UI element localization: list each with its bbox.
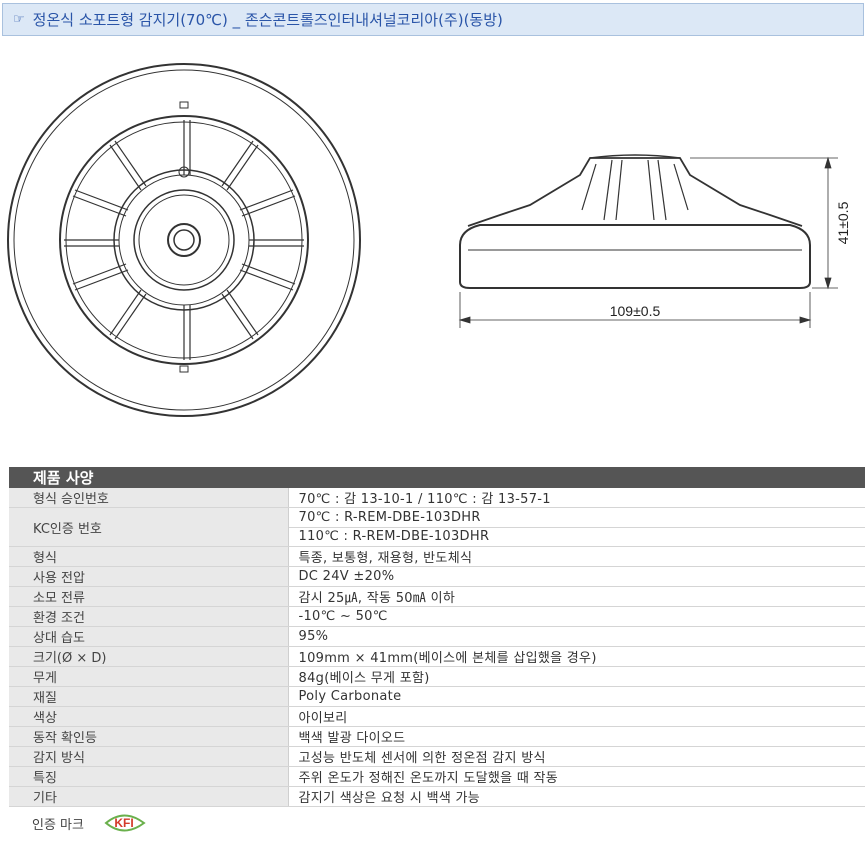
spec-label: 상대 습도: [9, 626, 289, 648]
spec-value: 백색 발광 다이오드: [288, 726, 865, 748]
spec-label: 감지 방식: [9, 746, 289, 768]
spec-value: 110℃ : R-REM-DBE-103DHR: [288, 527, 865, 548]
detector-top-view: [7, 63, 361, 417]
table-row: 소모 전류 감시 25㎂, 작동 50㎃ 이하: [9, 586, 865, 608]
table-row: 환경 조건 -10℃ ~ 50℃: [9, 606, 865, 628]
spec-label: 크기(Ø × D): [9, 646, 289, 668]
spec-label: 형식 승인번호: [9, 488, 289, 509]
table-row: 크기(Ø × D) 109mm × 41mm(베이스에 본체를 삽입했을 경우): [9, 646, 865, 668]
spec-label: KC인증 번호: [9, 507, 289, 548]
product-drawing: 41±0.5 109±0.5: [7, 63, 851, 417]
spec-table: 제품 사양 형식 승인번호 70℃ : 감 13-10-1 / 110℃ : 감…: [9, 467, 865, 808]
table-row: 110℃ : R-REM-DBE-103DHR: [9, 527, 865, 548]
spec-label: 특징: [9, 766, 289, 788]
table-row: 무게 84g(베이스 무게 포함): [9, 666, 865, 688]
kfi-mark-icon: KFI: [104, 814, 146, 832]
table-row: 재질 Poly Carbonate: [9, 686, 865, 708]
page-title: 정온식 소포트형 감지기(70℃) _ 존슨콘트롤즈인터내셔널코리아(주)(동방…: [32, 11, 503, 29]
table-row: 기타 감지기 색상은 요청 시 백색 가능: [9, 786, 865, 808]
spec-value: -10℃ ~ 50℃: [288, 606, 865, 628]
spec-label: 색상: [9, 706, 289, 728]
spec-value: 감지기 색상은 요청 시 백색 가능: [288, 786, 865, 808]
table-row: 감지 방식 고성능 반도체 센서에 의한 정온점 감지 방식: [9, 746, 865, 768]
spec-label: 형식: [9, 546, 289, 568]
height-dimension-label: 41±0.5: [835, 201, 851, 244]
spec-value: 아이보리: [288, 706, 865, 728]
spec-value: 84g(베이스 무게 포함): [288, 666, 865, 688]
spec-value: 고성능 반도체 센서에 의한 정온점 감지 방식: [288, 746, 865, 768]
kfi-ring: [104, 814, 146, 832]
spec-value: 주위 온도가 정해진 온도까지 도달했을 때 작동: [288, 766, 865, 788]
spec-label: 사용 전압: [9, 566, 289, 588]
table-row: 사용 전압 DC 24V ±20%: [9, 566, 865, 588]
spec-label: 동작 확인등: [9, 726, 289, 748]
pointing-hand-icon: ☞: [13, 12, 25, 27]
spec-value: 95%: [288, 626, 865, 648]
detector-side-view: [458, 154, 838, 328]
spec-value: 특종, 보통형, 재용형, 반도체식: [288, 546, 865, 568]
table-row: 형식 특종, 보통형, 재용형, 반도체식: [9, 546, 865, 568]
kfi-mark-text: KFI: [114, 816, 133, 830]
table-row: 형식 승인번호 70℃ : 감 13-10-1 / 110℃ : 감 13-57…: [9, 488, 865, 509]
spec-value: DC 24V ±20%: [288, 566, 865, 588]
spec-label: 재질: [9, 686, 289, 708]
spec-label: 소모 전류: [9, 586, 289, 608]
spec-value: 70℃ : R-REM-DBE-103DHR: [288, 507, 865, 528]
spec-label: 기타: [9, 786, 289, 808]
spec-label: 무게: [9, 666, 289, 688]
spec-heading: 제품 사양: [9, 467, 865, 488]
table-row: 동작 확인등 백색 발광 다이오드: [9, 726, 865, 748]
table-row: KC인증 번호 70℃ : R-REM-DBE-103DHR: [9, 507, 865, 548]
table-row: 상대 습도 95%: [9, 626, 865, 648]
certification-label: 인증 마크: [32, 817, 84, 833]
table-row: 특징 주위 온도가 정해진 온도까지 도달했을 때 작동: [9, 766, 865, 788]
spec-value: 70℃ : 감 13-10-1 / 110℃ : 감 13-57-1: [288, 488, 865, 509]
page-title-bar: ☞ 정온식 소포트형 감지기(70℃) _ 존슨콘트롤즈인터내셔널코리아(주)(…: [2, 3, 864, 36]
spec-value: Poly Carbonate: [288, 686, 865, 708]
width-dimension-label: 109±0.5: [610, 303, 661, 319]
table-row: 색상 아이보리: [9, 706, 865, 728]
spec-label: 환경 조건: [9, 606, 289, 628]
spec-value: 감시 25㎂, 작동 50㎃ 이하: [288, 586, 865, 608]
certification-row: 인증 마크 KFI: [32, 812, 148, 834]
spec-value: 109mm × 41mm(베이스에 본체를 삽입했을 경우): [288, 646, 865, 668]
